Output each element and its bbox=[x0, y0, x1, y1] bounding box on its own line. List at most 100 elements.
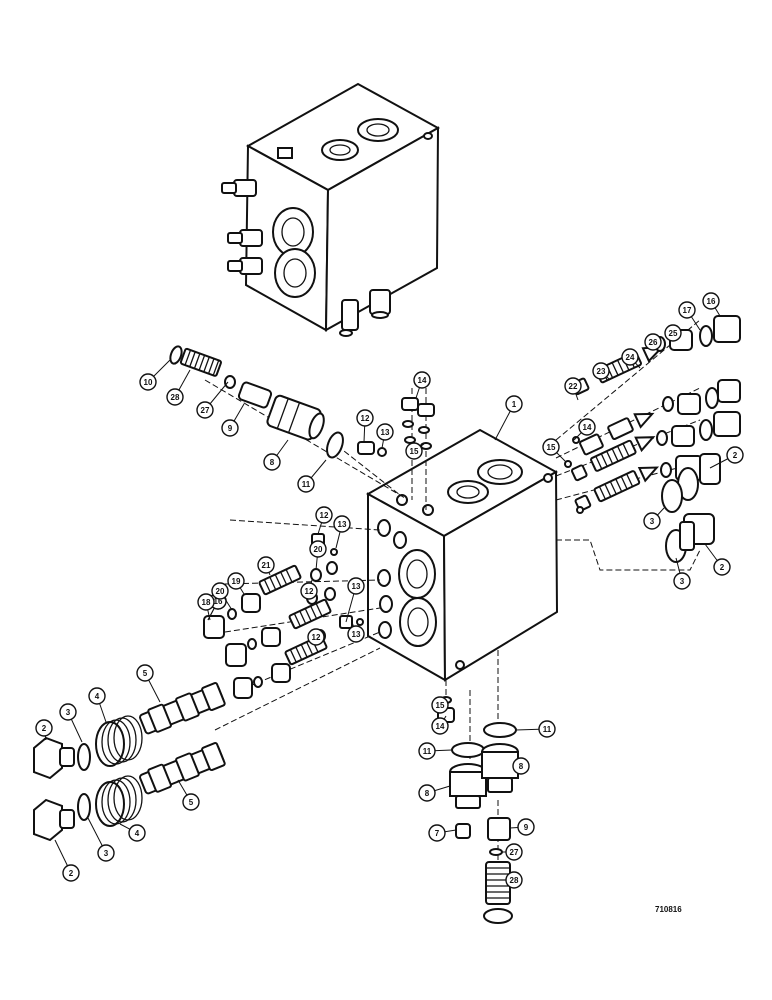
callout-number: 16 bbox=[214, 597, 223, 606]
callout-circle bbox=[664, 324, 682, 342]
callout-c3a: 3 bbox=[643, 507, 665, 530]
callout-circle bbox=[333, 515, 351, 533]
spools-and-plugs bbox=[33, 681, 226, 842]
callout-c15a: 15 bbox=[405, 442, 425, 460]
callout-circle bbox=[347, 625, 365, 643]
callout-number: 5 bbox=[189, 798, 194, 807]
callout-circle bbox=[538, 720, 556, 738]
callout-circle bbox=[713, 558, 731, 576]
callout-circle bbox=[643, 512, 661, 530]
callout-circle bbox=[431, 717, 449, 735]
callout-circle bbox=[431, 696, 449, 714]
callout-number: 13 bbox=[352, 582, 361, 591]
callout-c10a: 10 bbox=[139, 359, 171, 391]
callout-circle bbox=[726, 446, 744, 464]
callout-circle bbox=[673, 572, 691, 590]
callout-number: 25 bbox=[669, 329, 678, 338]
callout-c13b: 13 bbox=[333, 515, 351, 549]
callout-c20a: 20 bbox=[211, 582, 233, 611]
callout-c8c: 8 bbox=[512, 757, 530, 775]
callout-c14c: 14 bbox=[431, 715, 449, 735]
callout-circle bbox=[356, 409, 374, 427]
callout-number: 11 bbox=[423, 747, 432, 756]
callout-number: 14 bbox=[436, 722, 445, 731]
callout-circle bbox=[196, 401, 214, 419]
bottom-parts bbox=[437, 696, 519, 924]
callout-number: 13 bbox=[352, 630, 361, 639]
callout-number: 16 bbox=[707, 297, 716, 306]
callout-number: 14 bbox=[583, 423, 592, 432]
callout-circle bbox=[257, 556, 275, 574]
right-upper-parts bbox=[564, 315, 741, 563]
callout-circle bbox=[505, 871, 523, 889]
callout-circle bbox=[297, 475, 315, 493]
callout-circle bbox=[227, 572, 245, 590]
callout-number: 11 bbox=[302, 480, 311, 489]
callout-c19: 19 bbox=[227, 572, 245, 595]
callout-number: 15 bbox=[436, 701, 445, 710]
callout-c27b: 27 bbox=[502, 843, 523, 861]
callout-c23: 23 bbox=[592, 362, 611, 381]
callout-circle bbox=[505, 843, 523, 861]
callout-c11b: 11 bbox=[418, 742, 453, 760]
callout-number: 4 bbox=[135, 829, 140, 838]
callout-circle bbox=[35, 719, 53, 737]
callout-number: 5 bbox=[143, 669, 148, 678]
callout-number: 15 bbox=[547, 443, 556, 452]
callout-number: 28 bbox=[171, 393, 180, 402]
callout-number: 8 bbox=[270, 458, 275, 467]
callout-circle bbox=[139, 373, 157, 391]
callout-number: 20 bbox=[216, 587, 225, 596]
callout-circle bbox=[418, 742, 436, 760]
callout-circle bbox=[197, 593, 215, 611]
reference-code: 710816 bbox=[655, 905, 682, 914]
callout-c16a: 16 bbox=[702, 292, 721, 317]
callout-c15b: 15 bbox=[542, 438, 567, 463]
left-lower-parts bbox=[203, 533, 364, 699]
callout-c2c: 2 bbox=[35, 719, 53, 741]
callout-c13a: 13 bbox=[376, 423, 394, 449]
callout-circle bbox=[136, 664, 154, 682]
callout-circle bbox=[405, 442, 423, 460]
callout-c25: 25 bbox=[664, 324, 682, 342]
callout-number: 2 bbox=[733, 451, 738, 460]
callout-circle bbox=[418, 784, 436, 802]
callout-number: 2 bbox=[42, 724, 47, 733]
callout-circle bbox=[300, 582, 318, 600]
callout-number: 18 bbox=[202, 598, 211, 607]
callout-c11c: 11 bbox=[515, 720, 556, 738]
callout-number: 19 bbox=[232, 577, 241, 586]
callout-number: 13 bbox=[381, 428, 390, 437]
callout-c7: 7 bbox=[428, 824, 457, 842]
callout-c18: 18 bbox=[197, 593, 215, 621]
callout-c22: 22 bbox=[564, 377, 582, 401]
callout-circle bbox=[517, 818, 535, 836]
callout-number: 7 bbox=[435, 829, 440, 838]
callout-number: 9 bbox=[228, 424, 233, 433]
callout-number: 3 bbox=[104, 849, 109, 858]
upper-small-plugs bbox=[357, 397, 435, 457]
callout-c13d: 13 bbox=[347, 621, 365, 643]
callout-number: 26 bbox=[649, 338, 658, 347]
callout-c9b: 9 bbox=[509, 818, 535, 836]
callout-circle bbox=[263, 453, 281, 471]
callout-circle bbox=[644, 333, 662, 351]
callout-circle bbox=[347, 577, 365, 595]
callout-circle bbox=[88, 687, 106, 705]
callout-number: 1 bbox=[512, 400, 517, 409]
callout-circle bbox=[166, 388, 184, 406]
callout-circle bbox=[315, 506, 333, 524]
callout-number: 15 bbox=[410, 447, 419, 456]
callout-number: 12 bbox=[361, 414, 370, 423]
callout-number: 24 bbox=[626, 353, 635, 362]
callout-number: 22 bbox=[569, 382, 578, 391]
callout-number: 3 bbox=[66, 708, 71, 717]
valve-body bbox=[365, 428, 559, 682]
callout-labels: 1222233334455788899101011111112121212131… bbox=[35, 292, 744, 889]
callout-circle bbox=[59, 703, 77, 721]
callout-c24: 24 bbox=[621, 348, 641, 369]
callout-number: 4 bbox=[95, 692, 100, 701]
callout-c21: 21 bbox=[257, 556, 275, 576]
callout-circle bbox=[211, 582, 229, 600]
